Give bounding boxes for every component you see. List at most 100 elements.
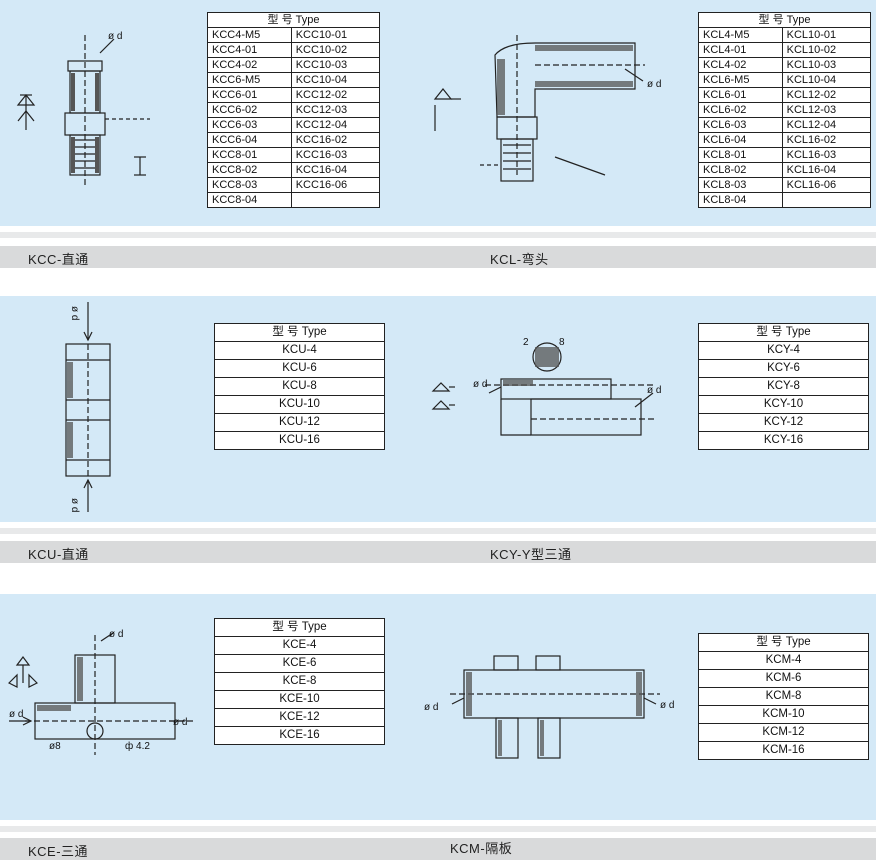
table-cell: KCL10-02 (781, 42, 872, 58)
table-cell: KCL8-04 (698, 192, 783, 208)
kcu-dim-label-top: ø d (69, 306, 80, 320)
table-cell: KCL6-M5 (698, 72, 783, 88)
table-cell: KCL8-03 (698, 177, 783, 193)
table-cell: KCE-10 (214, 690, 385, 709)
table-cell: KCE-12 (214, 708, 385, 727)
table-cell: KCC8-03 (207, 177, 292, 193)
kcl-table-header: 型 号 Type (698, 12, 871, 28)
table-row: KCY-6 (698, 359, 869, 378)
table-cell (290, 192, 381, 208)
table-cell: KCM-10 (698, 705, 869, 724)
table-cell: KCL16-02 (781, 132, 872, 148)
table-cell: KCM-4 (698, 651, 869, 670)
table-cell: KCL8-01 (698, 147, 783, 163)
table-cell: KCU-12 (214, 413, 385, 432)
table-row: KCM-10 (698, 705, 869, 724)
table-cell: KCC10-02 (290, 42, 381, 58)
table-cell: KCL10-04 (781, 72, 872, 88)
table-cell: KCL12-04 (781, 117, 872, 133)
caption-band (0, 838, 876, 860)
table-cell: KCU-6 (214, 359, 385, 378)
table-cell: KCU-16 (214, 431, 385, 450)
kcl-caption: KCL-弯头 (490, 252, 549, 267)
table-row: KCE-16 (214, 726, 385, 745)
table-cell: KCC12-04 (290, 117, 381, 133)
divider-strip (0, 826, 876, 832)
table-cell: KCC10-03 (290, 57, 381, 73)
kcl-drawing: ø d (433, 35, 661, 182)
table-row: KCM-16 (698, 741, 869, 760)
table-cell: KCE-8 (214, 672, 385, 691)
kcy-callout-a: 2 (523, 337, 529, 348)
table-cell: KCL6-02 (698, 102, 783, 118)
kcc-dim-label: ø d (108, 31, 122, 42)
kce-dim-label-left: ø d (9, 709, 23, 720)
table-cell: KCC8-04 (207, 192, 292, 208)
kce-drawing: ø d ø d ø d ø8 ф 4.2 (7, 629, 193, 755)
kcu-caption: KCU-直通 (28, 547, 89, 562)
table-cell: KCC6-03 (207, 117, 292, 133)
table-cell: KCC12-03 (290, 102, 381, 118)
table-cell: KCY-12 (698, 413, 869, 432)
table-cell: KCM-12 (698, 723, 869, 742)
kcu-dim-label-bottom: ø d (69, 498, 80, 512)
table-cell: KCC6-01 (207, 87, 292, 103)
table-cell: KCL16-03 (781, 147, 872, 163)
table-cell: KCE-6 (214, 654, 385, 673)
table-cell: KCM-6 (698, 669, 869, 688)
table-row: KCU-6 (214, 359, 385, 378)
kcc-table-header: 型 号 Type (207, 12, 380, 28)
table-cell: KCC16-03 (290, 147, 381, 163)
kcy-table-header: 型 号 Type (698, 323, 869, 342)
table-cell: KCC4-M5 (207, 27, 292, 43)
table-row: KCE-12 (214, 708, 385, 727)
table-row: KCE-4 (214, 636, 385, 655)
table-cell: KCY-6 (698, 359, 869, 378)
table-cell: KCL12-03 (781, 102, 872, 118)
kce-dim-42: ф 4.2 (125, 740, 150, 752)
table-cell: KCY-4 (698, 341, 869, 360)
table-cell: KCC4-02 (207, 57, 292, 73)
table-cell: KCM-16 (698, 741, 869, 760)
table-row: KCU-12 (214, 413, 385, 432)
table-row: KCM-8 (698, 687, 869, 706)
table-cell: KCL10-01 (781, 27, 872, 43)
kce-table-header: 型 号 Type (214, 618, 385, 637)
kce-dim-label-top: ø d (109, 629, 123, 640)
table-row: KCE-10 (214, 690, 385, 709)
table-row: KCM-12 (698, 723, 869, 742)
table-cell: KCL16-04 (781, 162, 872, 178)
caption-band (0, 246, 876, 268)
table-cell: KCL4-01 (698, 42, 783, 58)
table-cell: KCC10-04 (290, 72, 381, 88)
table-row: KCM-4 (698, 651, 869, 670)
table-row: KCY-10 (698, 395, 869, 414)
kce-dim-label-right: ø d (173, 717, 187, 728)
table-cell: KCC16-04 (290, 162, 381, 178)
table-cell: KCL6-04 (698, 132, 783, 148)
kcm-dim-label-left: ø d (424, 702, 438, 713)
kcy-dim-label-left: ø d (473, 379, 487, 390)
kcu-table-header: 型 号 Type (214, 323, 385, 342)
table-row: KCL8-04 (698, 192, 872, 208)
table-row: KCY-8 (698, 377, 869, 396)
table-cell: KCL4-02 (698, 57, 783, 73)
kce-dim-8: ø8 (49, 741, 61, 752)
table-row: KCU-8 (214, 377, 385, 396)
